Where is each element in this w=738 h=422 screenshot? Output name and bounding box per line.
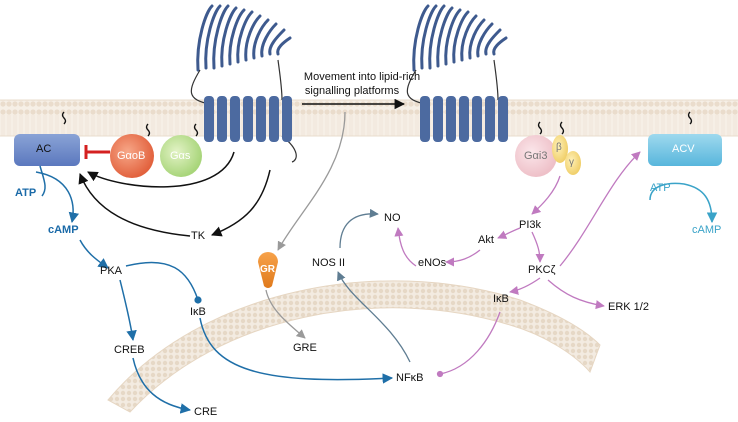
- gbeta-protein: [552, 135, 568, 163]
- annotation-line1: Movement into lipid-rich: [303, 71, 421, 83]
- gbg-pi3k-arrow: [531, 175, 561, 215]
- pi3k-pkcz-arrow: [531, 231, 545, 263]
- receptor-gr-arrow: [277, 111, 346, 251]
- camp-left-label: cAMP: [48, 224, 79, 236]
- gr-gre-arrow: [265, 289, 306, 339]
- cre-label: CRE: [194, 406, 218, 418]
- camp-right-label: cAMP: [692, 224, 722, 236]
- pkcz-erk-arrow: [547, 279, 605, 310]
- activation-arrow: [87, 151, 235, 188]
- gr-label: GR: [260, 264, 275, 275]
- annotation-line2: signalling platforms: [304, 85, 400, 97]
- nos2-no-arrow: [339, 208, 379, 249]
- tk-label: TK: [191, 230, 206, 242]
- pi3k-label: PI3k: [519, 219, 542, 231]
- ikb-left-label: IκB: [190, 306, 206, 318]
- akt-label: Akt: [478, 234, 494, 246]
- gaob-label: GαoB: [117, 150, 146, 162]
- enos-no-arrow: [394, 227, 417, 267]
- ac-enzyme: [14, 134, 80, 166]
- pka-label: PKA: [100, 265, 123, 277]
- receptor-left-helices: [204, 96, 292, 142]
- receptor-left: [196, 4, 292, 72]
- plasma-membrane: [0, 99, 738, 137]
- nfkb-label: NFκB: [396, 372, 424, 384]
- ikb-nfkb-arrow: [199, 317, 394, 384]
- nuclear-membrane: [107, 280, 601, 413]
- receptor-right-helices: [420, 96, 508, 142]
- creb-label: CREB: [114, 344, 145, 356]
- akt-enos-arrow: [445, 249, 481, 267]
- gai3-label: Gαi3: [524, 150, 548, 162]
- atp-camp-arrow: [35, 171, 79, 224]
- atp-curve: [39, 165, 46, 197]
- nos2-label: NOS II: [312, 257, 346, 269]
- no-label: NO: [384, 212, 401, 224]
- pka-creb-arrow: [119, 279, 137, 342]
- enos-label: eNOs: [418, 257, 447, 269]
- camp-pka-arrow: [79, 239, 109, 269]
- atp-left-label: ATP: [15, 187, 37, 199]
- nfkb-nos2-arrow: [337, 271, 411, 363]
- beta-label: β: [556, 142, 562, 153]
- galphas-protein: [160, 135, 202, 177]
- ac-label: AC: [36, 143, 52, 155]
- acv-label: ACV: [672, 143, 695, 155]
- pkcz-label: PKCζ: [528, 264, 556, 276]
- tk-ac-arrow: [78, 173, 191, 237]
- creb-cre-arrow: [132, 357, 192, 414]
- galphai3-protein: [515, 135, 557, 177]
- pkcz-ikb-arrow: [509, 277, 541, 295]
- pkcz-acv-arrow: [559, 151, 641, 267]
- gre-label: GRE: [293, 342, 317, 354]
- acv-arrow: [649, 182, 718, 224]
- acv-enzyme: [648, 134, 722, 166]
- ggamma-protein: [565, 151, 581, 175]
- gamma-label: γ: [569, 157, 574, 168]
- pka-ikb-line: [125, 261, 202, 304]
- ikb-nfkb-line: [436, 311, 501, 378]
- receptor-tk-arrow: [211, 169, 271, 237]
- lipid-anchors: [61, 111, 693, 137]
- receptor-right: [412, 4, 508, 72]
- pi3k-akt-arrow: [497, 227, 521, 239]
- erk-label: ERK 1/2: [608, 301, 649, 313]
- gr-receptor: [258, 252, 278, 288]
- gas-label: Gαs: [170, 150, 191, 162]
- atp-right-label: ATP: [650, 182, 671, 194]
- ikb-right-label: IκB: [493, 293, 509, 305]
- galphaob-protein: [110, 134, 154, 178]
